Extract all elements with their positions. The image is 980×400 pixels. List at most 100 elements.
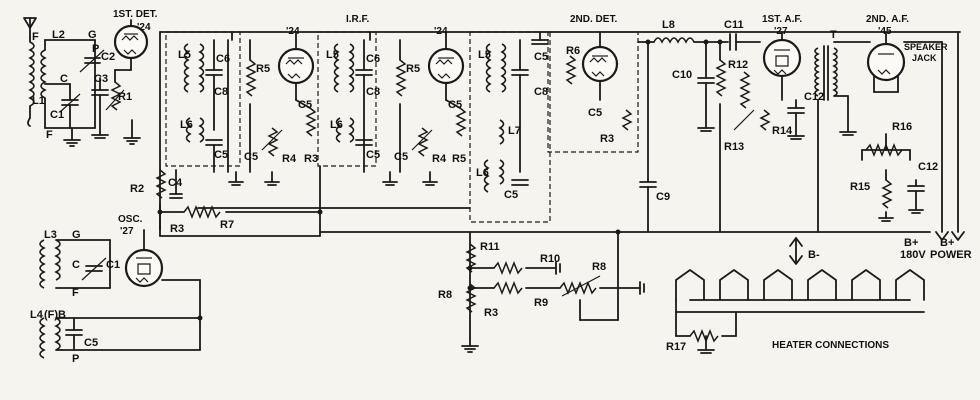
C3-cap [91,77,109,139]
first-af-tube-label: '27 [774,26,788,37]
label-R8-a: R8 [438,289,452,301]
R12-R13 [715,41,755,233]
coil-L7 [498,119,505,145]
label-L5-c: L5 [478,49,491,61]
label-C6-b: C6 [366,53,380,65]
label-R3-c: R3 [170,223,184,235]
label-C5-osc: C5 [84,337,98,349]
second-af-tube-label: '45 [878,26,892,37]
label-P1: P [92,43,99,55]
coil-L3 [39,239,111,289]
label-L6-a: L6 [180,119,193,131]
coil-L6-b [335,117,355,143]
label-L2: L2 [52,29,65,41]
transformer-T [814,41,871,233]
label-C5-e: C5 [448,99,462,111]
label-C3: C3 [94,73,108,85]
heater-connections-label: HEATER CONNECTIONS [772,340,889,351]
osc-label: OSC. [118,214,143,225]
label-b-plus-180-2: 180V [900,249,926,261]
coil-L5-a [183,43,205,93]
label-F-ant: F [32,31,39,43]
label-C12-b: C12 [918,161,938,173]
R14-C12a [759,99,805,140]
label-R9: R9 [534,297,548,309]
label-C-1: C [60,73,68,85]
coil-L6-c [483,159,505,193]
label-L6-b: L6 [330,119,343,131]
speaker-jack-label-2: JACK [912,53,937,63]
label-R12: R12 [728,59,748,71]
label-C-3: C [72,259,80,271]
antenna-symbol [23,17,37,43]
R1-resistor [105,69,132,111]
C11-cap [729,33,761,51]
label-R11: R11 [480,241,500,253]
label-C5-b: C5 [298,99,312,111]
label-R17: R17 [666,341,686,353]
first-af-label: 1ST. A.F. [762,14,802,25]
label-R4-a: R4 [282,153,297,165]
label-C5-d: C5 [366,149,380,161]
coil-L4 [39,317,201,359]
b-minus-arrow [789,237,803,265]
label-C6-a: C6 [216,53,230,65]
irf-tube-2 [427,31,465,101]
second-af-label: 2ND. A.F. [866,14,909,25]
label-C2: C2 [101,51,115,63]
label-R13: R13 [724,141,744,153]
coil-L6-a [185,117,205,143]
label-C5-h: C5 [504,189,518,201]
label-C5-f: C5 [394,151,408,163]
label-P4: P [72,353,79,365]
label-R4-b: R4 [432,153,447,165]
irf-wiring [205,31,549,186]
component-labels: F L2 G P C2 C L1 C3 R1 C1 F L5 C6 C8 L6 … [30,19,972,365]
osc-wiring [155,31,321,351]
label-C1: C1 [50,109,64,121]
label-F1: F [46,129,53,141]
label-b-plus-180-1: B+ [904,237,918,249]
first-det-tube [113,19,149,71]
label-R14: R14 [772,125,793,137]
R16-R15-network [861,133,925,222]
label-C8-b: C8 [366,86,380,98]
label-R7: R7 [220,219,234,231]
first-det-label: 1ST. DET. [113,9,158,20]
second-det-label: 2ND. DET. [570,14,617,25]
coil-L5-c [485,43,507,93]
label-R1: R1 [118,91,132,103]
label-L8: L8 [662,19,675,31]
label-C4: C4 [168,177,183,189]
irf-tube-1 [277,31,315,101]
label-R15: R15 [850,181,870,193]
stage-labels: 1ST. DET. '24 I.R.F. '24 '24 2ND. DET. 1… [113,9,909,237]
label-L5-b: L5 [326,49,339,61]
label-T: T [830,29,837,41]
coil-L5-b [333,43,355,93]
label-R5-c: R5 [452,153,466,165]
C10-cap [697,41,715,132]
label-L7: L7 [508,125,521,137]
coil-L8 [637,37,729,44]
irf-shield-3 [469,31,551,223]
osc-tube-label: '27 [120,226,134,237]
irf-shield-1 [165,31,241,167]
irf-label: I.R.F. [346,14,370,25]
label-C8-a: C8 [214,86,228,98]
first-det-tube-label: '24 [137,22,151,33]
irf-tube-b-label: '24 [434,26,448,37]
label-C9: C9 [656,191,670,203]
label-C12-a: C12 [804,91,824,103]
osc-tube [124,229,164,288]
label-b-plus-power-1: B+ [940,237,954,249]
label-b-plus-power-2: POWER [930,249,972,261]
label-G3: G [72,229,81,241]
first-af-tube [762,31,802,101]
label-b-minus: B- [808,249,820,261]
label-L1: L1 [32,95,45,107]
label-L4: L4 [30,309,44,321]
label-L6-c: L6 [476,167,489,179]
